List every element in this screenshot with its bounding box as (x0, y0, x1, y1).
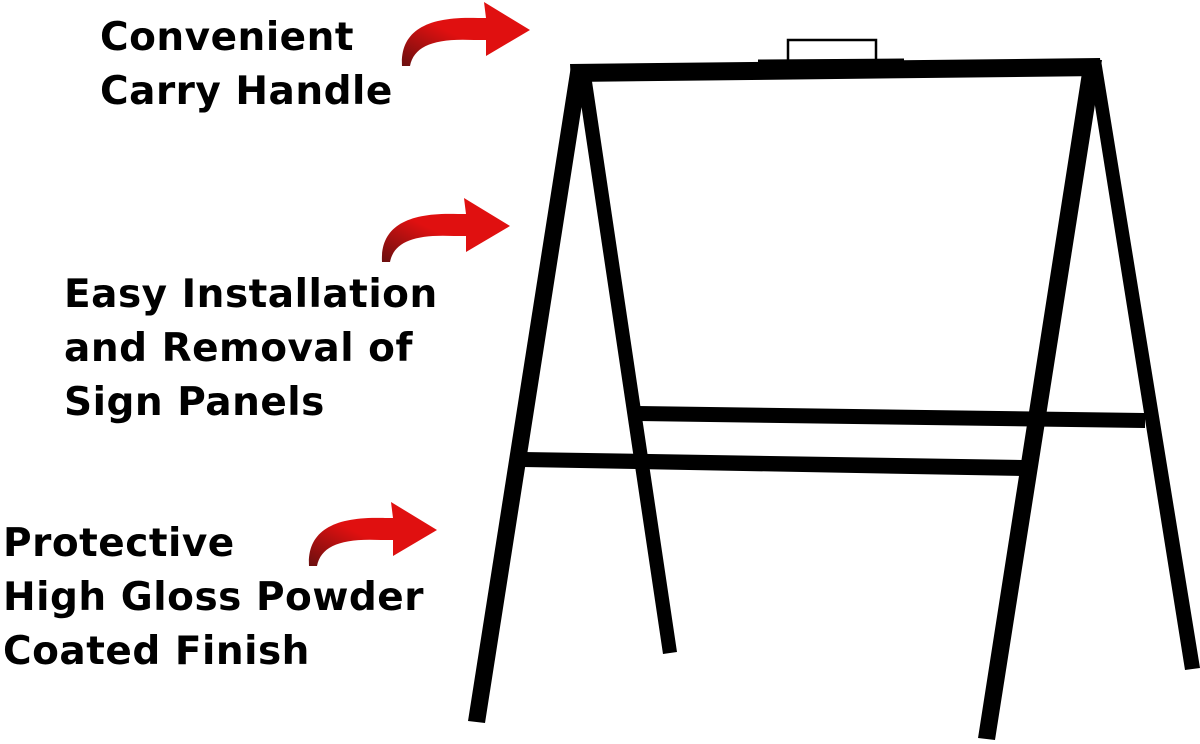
callout-line: Carry Handle (100, 69, 393, 114)
callout-line: and Removal of (64, 326, 413, 371)
left-back-leg (576, 68, 677, 654)
red-curved-arrow-icon (381, 198, 510, 262)
callout-line: Sign Panels (64, 380, 325, 425)
upper-crossbar (638, 406, 1145, 428)
callout-line: Convenient (100, 15, 355, 60)
top-bar (570, 58, 1102, 82)
carry-handle (757, 38, 905, 66)
right-front-leg (978, 60, 1102, 740)
red-curved-arrow-icon (308, 502, 437, 566)
left-front-leg (468, 66, 588, 723)
callout-easy-installation: Easy Installation and Removal of Sign Pa… (64, 268, 438, 430)
right-back-leg (1088, 60, 1200, 670)
callout-line: Coated Finish (3, 629, 310, 674)
callout-line: High Gloss Powder (3, 575, 424, 620)
callout-powder-coated-finish: Protective High Gloss Powder Coated Fini… (3, 517, 424, 679)
lower-crossbar (523, 452, 1022, 476)
red-curved-arrow-icon (401, 2, 530, 66)
callout-carry-handle: Convenient Carry Handle (100, 11, 393, 119)
callout-line: Protective (3, 521, 235, 566)
callout-line: Easy Installation (64, 272, 438, 317)
